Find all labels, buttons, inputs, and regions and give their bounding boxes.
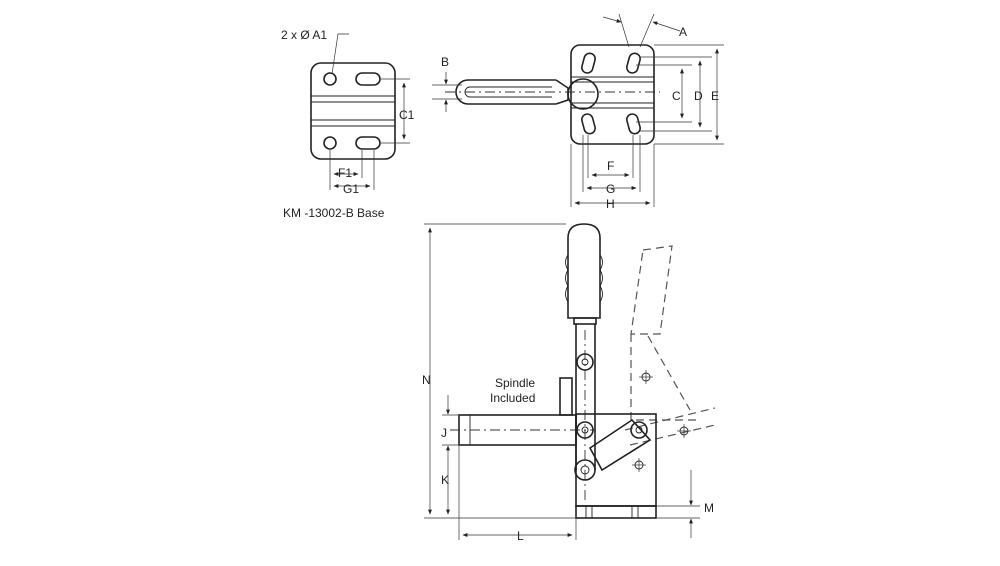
label-j: J <box>441 426 447 440</box>
label-a: A <box>679 25 687 39</box>
side-view: N J K L M Spindle Included <box>422 223 716 543</box>
top-handle <box>455 79 556 105</box>
top-hole <box>581 113 596 135</box>
base-plate-outline <box>310 62 396 160</box>
spindle-label-line2: Included <box>490 391 535 405</box>
pivot-boss <box>567 78 599 110</box>
handle-yoke <box>555 79 569 105</box>
label-a1: 2 x Ø A1 <box>281 28 327 42</box>
top-body-plate <box>570 44 655 145</box>
top-hole <box>626 113 641 135</box>
label-b: B <box>441 55 449 69</box>
body-pivot <box>576 421 594 439</box>
label-c1: C1 <box>399 108 415 122</box>
base-slot <box>355 136 381 150</box>
label-l: L <box>517 529 524 543</box>
spindle-label-line1: Spindle <box>495 376 535 390</box>
base-hole <box>323 136 337 150</box>
a1-leader <box>331 33 349 75</box>
link-pivot <box>630 421 648 439</box>
top-view: A B C D E F G H <box>432 13 724 211</box>
top-hole <box>581 52 596 74</box>
spindle-post <box>559 377 573 416</box>
base-slot <box>355 72 381 86</box>
ghost-handle <box>630 245 673 335</box>
base-caption: KM -13002-B Base <box>283 206 385 220</box>
label-g: G <box>606 182 615 196</box>
label-c: C <box>672 89 681 103</box>
label-h: H <box>606 197 615 211</box>
label-m: M <box>704 501 714 515</box>
label-e: E <box>711 89 719 103</box>
label-f: F <box>607 159 614 173</box>
handle-grip <box>567 223 601 319</box>
base-plate-view: 2 x Ø A1 C1 F1 G1 KM -13002-B Base <box>281 28 415 220</box>
label-f1: F1 <box>338 166 352 180</box>
grip-collar <box>573 317 597 325</box>
label-d: D <box>694 89 703 103</box>
base-hole <box>323 72 337 86</box>
clamp-link <box>588 418 652 472</box>
top-hole <box>626 52 641 74</box>
ghost-spindle <box>624 407 716 431</box>
label-k: K <box>441 473 449 487</box>
lower-pivot <box>574 459 596 481</box>
a-dimension <box>602 16 622 23</box>
clamp-base <box>575 505 657 519</box>
label-g1: G1 <box>343 182 359 196</box>
handle-pivot <box>576 353 594 371</box>
label-n: N <box>422 373 431 387</box>
